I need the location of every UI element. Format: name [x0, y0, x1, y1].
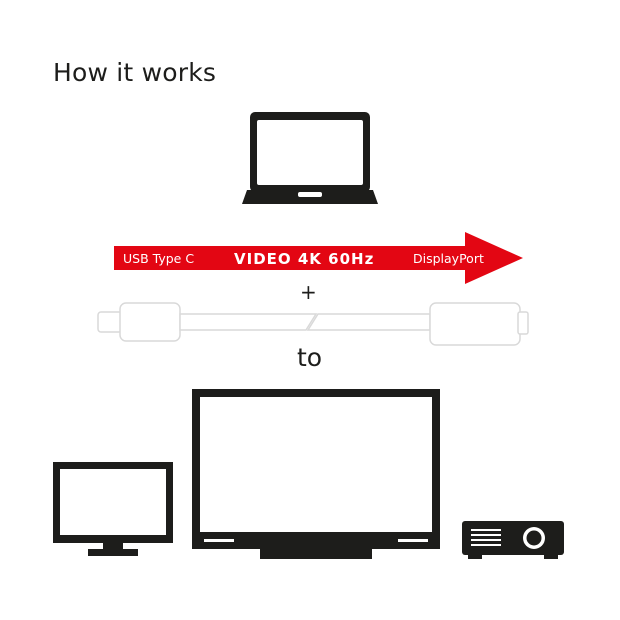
monitor-icon [53, 462, 173, 556]
projector-icon [462, 521, 564, 559]
to-label: to [297, 343, 323, 372]
arrow-label-signal: VIDEO 4K 60Hz [234, 250, 374, 268]
cable-icon [97, 302, 529, 346]
arrow-label-source: USB Type C [123, 251, 194, 266]
plus-sign: + [300, 280, 317, 304]
signal-arrow: USB Type C VIDEO 4K 60Hz DisplayPort [114, 232, 523, 284]
laptop-icon [242, 112, 378, 204]
arrow-label-destination: DisplayPort [413, 251, 484, 266]
tv-icon [192, 389, 440, 559]
page-title: How it works [53, 58, 217, 87]
